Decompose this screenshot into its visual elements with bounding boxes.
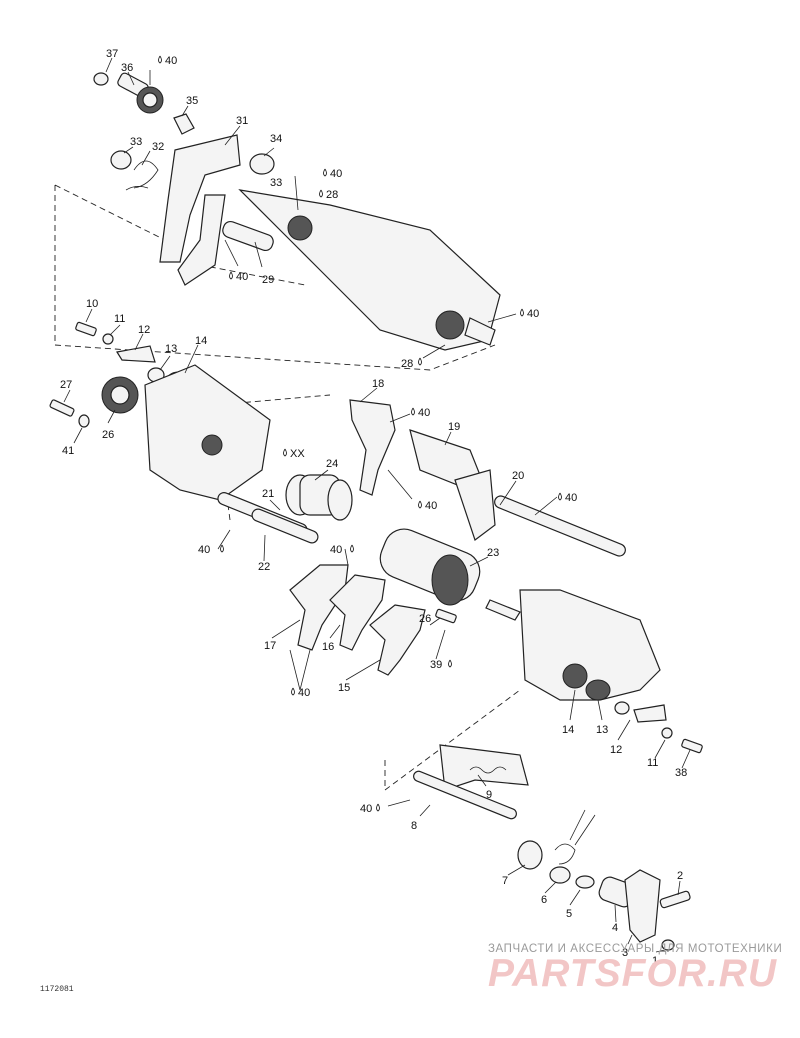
lubricant-drop-icons bbox=[158, 55, 562, 812]
callout-8: 8 bbox=[411, 820, 417, 832]
shift-drum-assembly bbox=[285, 399, 626, 676]
callout-40-b: 40 bbox=[330, 168, 342, 180]
callout-33-b: 33 bbox=[270, 177, 282, 189]
callout-32: 32 bbox=[152, 141, 164, 153]
callout-36: 36 bbox=[121, 62, 133, 74]
callout-37: 37 bbox=[106, 48, 118, 60]
callout-5: 5 bbox=[566, 908, 572, 920]
callout-xx: XX bbox=[290, 448, 305, 460]
callout-18: 18 bbox=[372, 378, 384, 390]
oil-drop-icon bbox=[558, 492, 562, 501]
callout-10: 10 bbox=[86, 298, 98, 310]
callout-40-d: 40 bbox=[527, 308, 539, 320]
callout-40-c: 40 bbox=[236, 271, 248, 283]
callout-17: 17 bbox=[264, 640, 276, 652]
callout-40-g: 40 bbox=[565, 492, 577, 504]
callout-40-i: 40 bbox=[330, 544, 342, 556]
callout-34: 34 bbox=[270, 133, 282, 145]
oil-drop-icon bbox=[350, 544, 354, 553]
callout-1: 1 bbox=[652, 955, 658, 967]
callout-40-f: 40 bbox=[425, 500, 437, 512]
watermark-tagline: ЗАПЧАСТИ И АКСЕССУАРЫ ДЛЯ МОТОТЕХНИКИ bbox=[488, 943, 783, 955]
callout-38: 38 bbox=[675, 767, 687, 779]
oil-drop-icon bbox=[283, 448, 287, 457]
callout-28-a: 28 bbox=[326, 189, 338, 201]
callout-39: 39 bbox=[430, 659, 442, 671]
callout-33-a: 33 bbox=[130, 136, 142, 148]
leader-lines bbox=[63, 57, 691, 953]
oil-drop-icon bbox=[448, 659, 452, 668]
callout-12-a: 12 bbox=[138, 324, 150, 336]
callout-40-j: 40 bbox=[298, 687, 310, 699]
callout-40-h: 40 bbox=[198, 544, 210, 556]
callout-11-b: 11 bbox=[647, 757, 658, 769]
callout-9: 9 bbox=[486, 789, 492, 801]
oil-drop-icon bbox=[291, 687, 295, 696]
oil-drop-icon bbox=[411, 407, 415, 416]
callout-23: 23 bbox=[487, 547, 499, 559]
callout-22: 22 bbox=[258, 561, 270, 573]
callout-35: 35 bbox=[186, 95, 198, 107]
oil-drop-icon bbox=[220, 544, 224, 553]
drawing-code: 1172081 bbox=[40, 985, 74, 994]
callout-12-b: 12 bbox=[610, 744, 622, 756]
oil-drop-icon bbox=[323, 168, 327, 177]
oil-drop-icon bbox=[520, 308, 524, 317]
left-housing-assembly bbox=[49, 321, 319, 544]
right-housing-assembly bbox=[519, 589, 703, 754]
callout-21: 21 bbox=[262, 488, 274, 500]
upper-shaft-assembly bbox=[93, 72, 501, 351]
shift-shaft-assembly bbox=[413, 744, 691, 951]
callout-27: 27 bbox=[60, 379, 72, 391]
callout-24: 24 bbox=[326, 458, 338, 470]
callout-labels: 37 36 40 35 31 34 33 32 40 33 28 40 29 4… bbox=[60, 48, 687, 967]
callout-3: 3 bbox=[622, 947, 628, 959]
callout-19: 19 bbox=[448, 421, 460, 433]
watermark-brand-logo: PARTSFOR.RU bbox=[488, 952, 778, 995]
callout-11-a: 11 bbox=[114, 313, 125, 325]
callout-31: 31 bbox=[236, 115, 248, 127]
callout-14-a: 14 bbox=[195, 335, 207, 347]
oil-drop-icon bbox=[319, 189, 323, 198]
oil-drop-icon bbox=[418, 357, 422, 366]
callout-4: 4 bbox=[612, 922, 618, 934]
oil-drop-icon bbox=[229, 271, 233, 280]
callout-40-a: 40 bbox=[165, 55, 177, 67]
callout-6: 6 bbox=[541, 894, 547, 906]
callout-2: 2 bbox=[677, 870, 683, 882]
callout-40-k: 40 bbox=[360, 803, 372, 815]
oil-drop-icon bbox=[158, 55, 162, 64]
callout-40-e: 40 bbox=[418, 407, 430, 419]
callout-29: 29 bbox=[262, 274, 274, 286]
callout-41: 41 bbox=[62, 445, 74, 457]
callout-15: 15 bbox=[338, 682, 350, 694]
callout-7: 7 bbox=[502, 875, 508, 887]
callout-28-b: 28 bbox=[401, 358, 413, 370]
callout-13-a: 13 bbox=[165, 343, 177, 355]
callout-13-b: 13 bbox=[596, 724, 608, 736]
callout-20: 20 bbox=[512, 470, 524, 482]
callout-14-b: 14 bbox=[562, 724, 574, 736]
oil-drop-icon bbox=[376, 803, 380, 812]
assembly-dashed-lines bbox=[54, 184, 521, 791]
callout-26-a: 26 bbox=[102, 429, 114, 441]
oil-drop-icon bbox=[418, 500, 422, 509]
callout-16: 16 bbox=[322, 641, 334, 653]
callout-26-b: 26 bbox=[419, 613, 431, 625]
